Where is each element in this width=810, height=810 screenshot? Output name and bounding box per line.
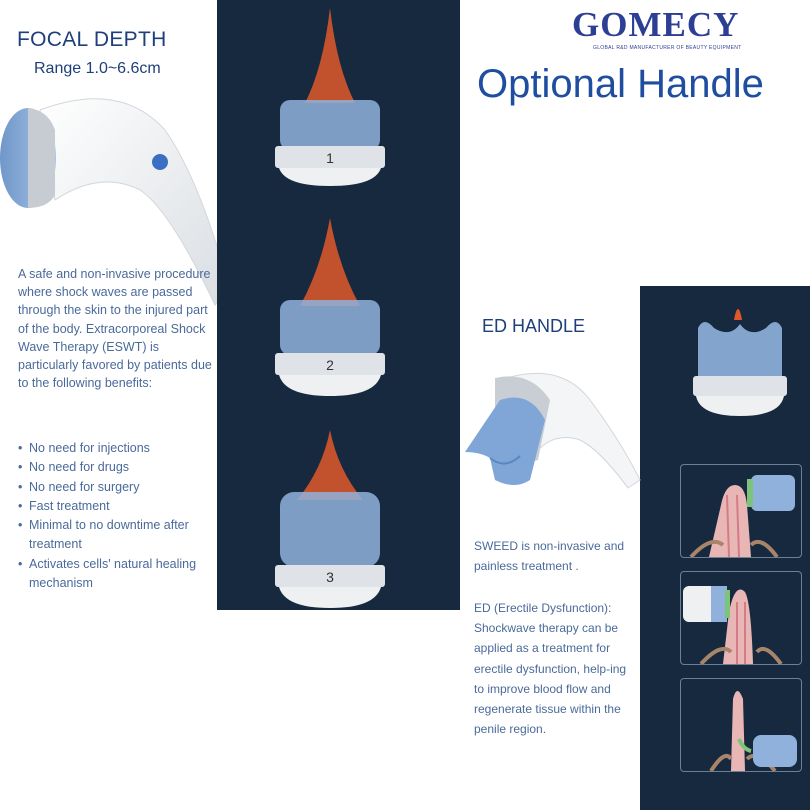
depth-label-2: 2 (326, 357, 334, 373)
page-title: Optional Handle (477, 62, 764, 106)
sweed-text: SWEED is non-invasive and painless treat… (474, 539, 625, 573)
benefit-item: Activates cells' natural healing mechani… (18, 555, 213, 594)
focal-description: A safe and non-invasive procedure where … (18, 267, 212, 391)
benefit-item: No need for surgery (18, 478, 213, 498)
focal-range-text: Range 1.0~6.6cm (34, 60, 161, 77)
depth-illustration-1: 1 (275, 8, 385, 186)
benefits-list: No need for injections No need for drugs… (18, 439, 213, 593)
depth-illustration-2: 2 (275, 218, 385, 396)
ed-cap-illustration (693, 309, 787, 416)
focal-depth-panel: 1 2 3 (217, 0, 460, 610)
benefit-item: Minimal to no downtime after treatment (18, 516, 213, 555)
ed-anatomy-illustration-2 (680, 571, 802, 665)
benefit-item: No need for injections (18, 439, 213, 459)
gomecy-logo: GOMECY (572, 5, 740, 44)
benefit-item: No need for drugs (18, 458, 213, 478)
ed-handle-heading: ED HANDLE (482, 316, 586, 336)
ed-anatomy-illustration-3 (680, 678, 802, 772)
ed-panel (640, 286, 810, 810)
ed-anatomy-illustration-1 (680, 464, 802, 558)
ed-description: ED (Erectile Dysfunction): Shockwave the… (474, 601, 627, 737)
depth-label-1: 1 (326, 150, 334, 166)
depth-illustration-3: 3 (275, 430, 385, 608)
logo-tagline: GLOBAL R&D MANUFACTURER OF BEAUTY EQUIPM… (593, 45, 742, 51)
ed-handle-image (465, 372, 641, 489)
benefit-item: Fast treatment (18, 497, 213, 517)
focal-depth-heading: FOCAL DEPTH (17, 28, 167, 51)
shockwave-handle-image (0, 98, 230, 306)
depth-label-3: 3 (326, 569, 334, 585)
